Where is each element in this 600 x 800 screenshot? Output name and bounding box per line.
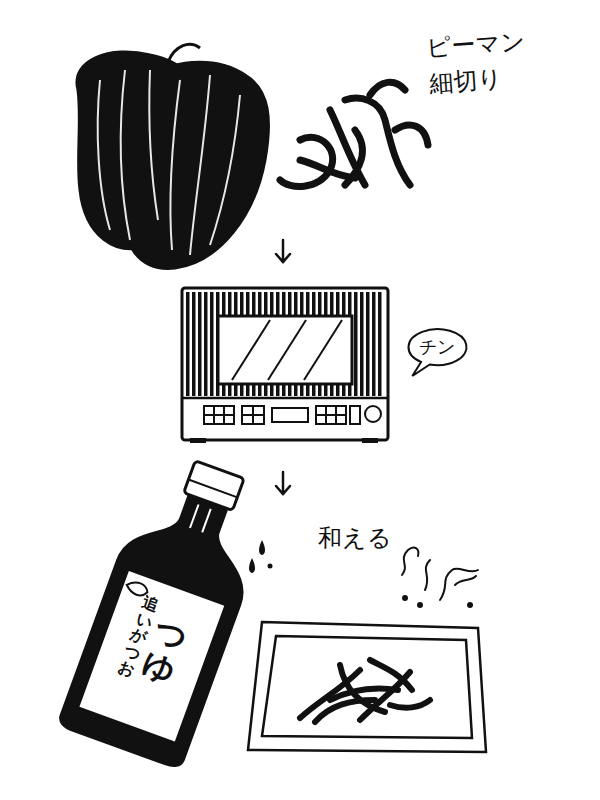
step-caption: ピーマン 細切り (426, 27, 527, 98)
speech-bubble: チン (406, 327, 468, 367)
sound-text: チン (419, 336, 455, 357)
step-caption: 和える (318, 520, 418, 556)
green-pepper (77, 44, 269, 268)
aroma-lines (402, 548, 478, 607)
step-caption: 和える (318, 524, 392, 552)
droplets (249, 540, 273, 573)
step-caption: ピーマン 細切り (426, 22, 543, 102)
plate (248, 622, 486, 752)
microwave (182, 288, 388, 443)
bubble-text-box: チン (419, 336, 455, 358)
dressed-peppers (300, 660, 430, 722)
mentsuyu-bottle (58, 447, 281, 769)
pepper-strips (280, 82, 428, 186)
